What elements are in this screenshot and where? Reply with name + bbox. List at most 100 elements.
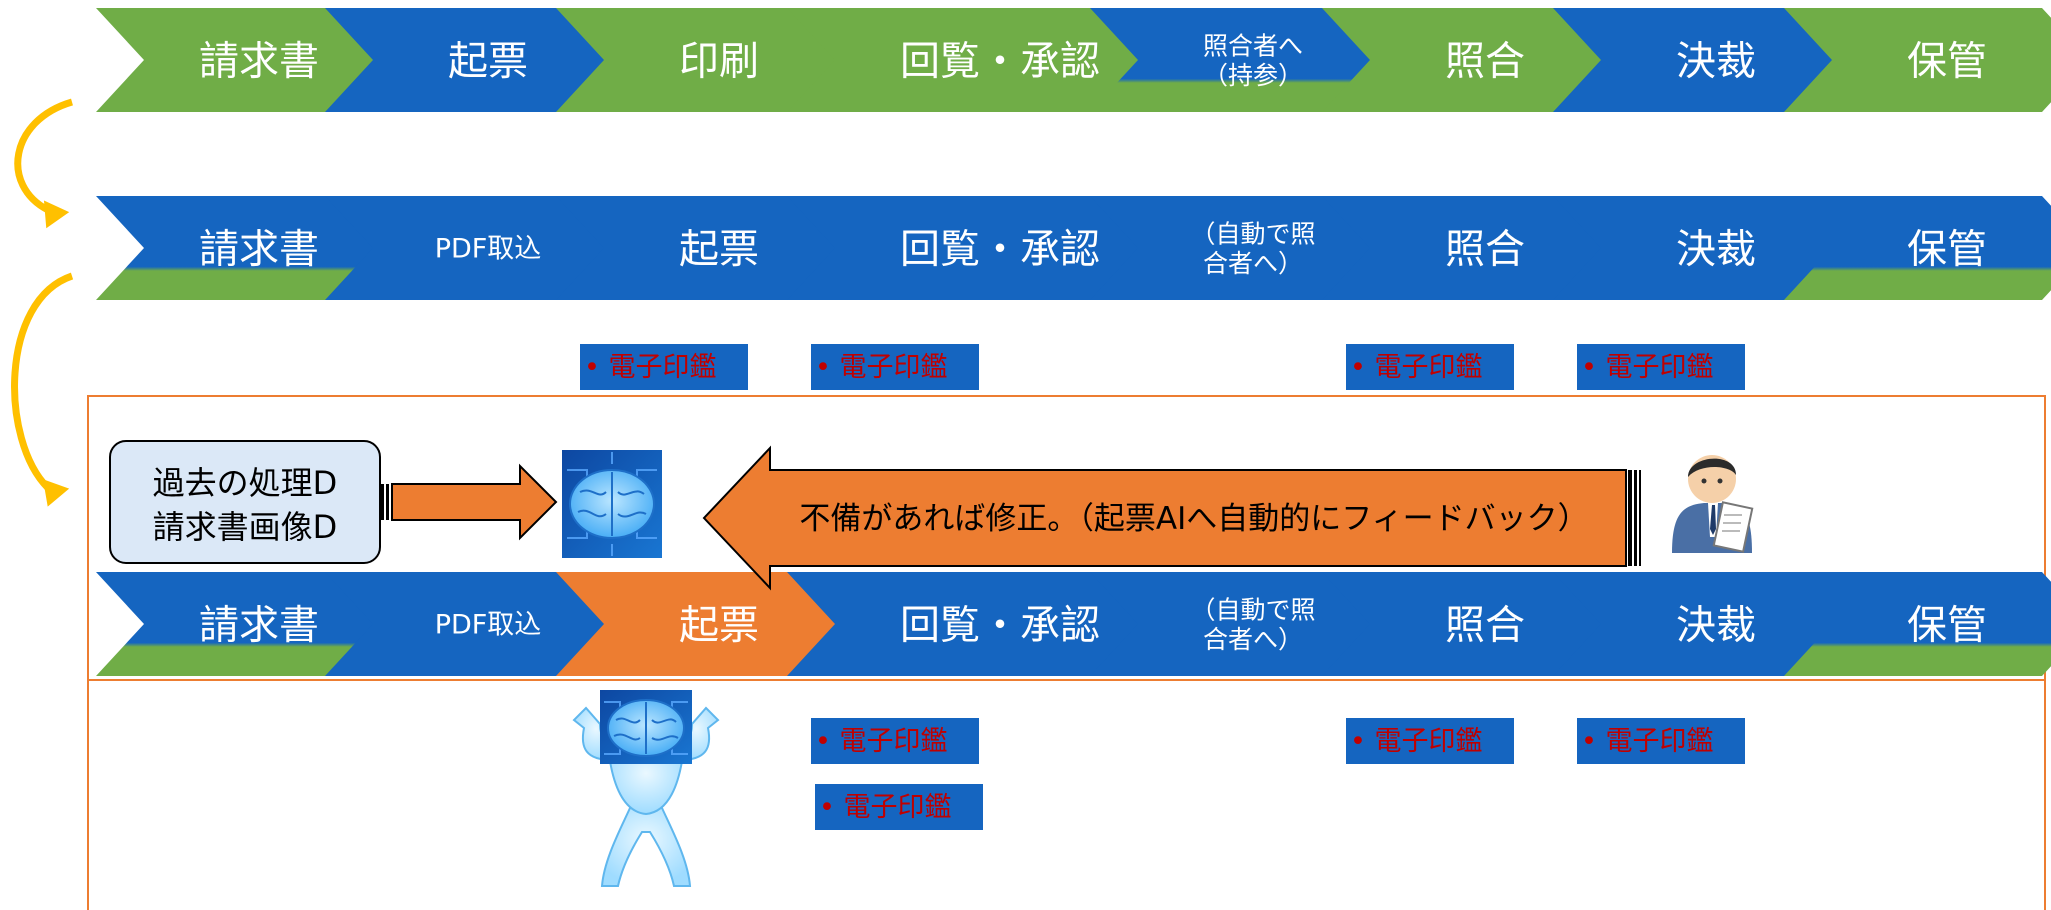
process-step-label: 決裁 [1676, 602, 1756, 648]
electronic-stamp-label: • 電子印鑑 [580, 344, 748, 390]
process-step-label: 起票 [448, 38, 528, 84]
process-step-chevron [1553, 196, 1859, 300]
process-step: 請求書 [96, 572, 402, 676]
stamp-text: • 電子印鑑 [815, 726, 948, 757]
process-step: 起票 [325, 8, 631, 112]
process-step-label: 起票 [679, 602, 759, 648]
process-step-label: 決裁 [1676, 226, 1756, 272]
process-step: 決裁 [1553, 8, 1859, 112]
process-step: 回覧・承認 [787, 8, 1193, 112]
process-step-label: 合者へ） [1203, 625, 1303, 654]
process-step-label: 合者へ） [1203, 249, 1303, 278]
process-step-chevron [787, 196, 1193, 300]
stamp-background [1577, 344, 1745, 390]
process-step-chevron [1553, 572, 1859, 676]
electronic-stamp-label: • 電子印鑑 [1577, 344, 1745, 390]
process-step-chevron [1784, 196, 2051, 300]
process-step-chevron [96, 572, 402, 676]
process-step-chevron [1784, 8, 2051, 112]
data-box-line: 過去の処理D [153, 464, 338, 502]
stamp-background [1577, 718, 1745, 764]
process-step-chevron [325, 572, 631, 676]
process-step-label: 請求書 [199, 602, 319, 648]
process-step-chevron [1322, 196, 1628, 300]
process-step-label: 請求書 [199, 38, 319, 84]
stamp-text: • 電子印鑑 [1350, 726, 1483, 757]
process-step-chevron [1090, 572, 1396, 676]
electronic-stamp-label: • 電子印鑑 [1577, 718, 1745, 764]
process-step-chevron [96, 196, 402, 300]
electronic-stamp-label: • 電子印鑑 [811, 344, 979, 390]
process-step-chevron [1090, 8, 1396, 112]
process-step: PDF取込 [325, 196, 631, 300]
process-step-label: 回覧・承認 [900, 38, 1100, 84]
feedback-text: 不備があれば修正。（起票AIへ自動的にフィードバック） [799, 501, 1588, 537]
process-step-label: 保管 [1907, 226, 1987, 272]
process-step-label: （自動で照 [1190, 219, 1315, 248]
electronic-stamps: • 電子印鑑 • 電子印鑑 • 電子印鑑 • 電子印鑑 • 電子印鑑 • 電子印鑑 • 電子… [580, 344, 1745, 830]
loop-arrows [11, 98, 74, 507]
data-to-ai-arrow-icon [380, 463, 558, 541]
electronic-stamp-label: • 電子印鑑 [1346, 344, 1514, 390]
process-step: 決裁 [1553, 572, 1859, 676]
process-step: 保管 [1784, 572, 2051, 676]
process-step-label: PDF取込 [435, 234, 542, 265]
process-step: 照合者へ（持参） [1090, 8, 1396, 112]
process-step: 回覧・承認 [787, 196, 1193, 300]
loop-arrow-icon [11, 272, 74, 491]
training-data-box: 過去の処理D 請求書画像D [109, 440, 381, 564]
stamp-background [580, 344, 748, 390]
process-step-chevron [556, 8, 862, 112]
process-step-label: 照合 [1445, 38, 1525, 84]
process-step-chevron [787, 8, 1193, 112]
process-step-chevron [325, 196, 631, 300]
process-step: 請求書 [96, 8, 402, 112]
loop-arrowhead-icon [43, 200, 70, 229]
process-step-chevron [1784, 572, 2051, 676]
electronic-stamp-label: • 電子印鑑 [1346, 718, 1514, 764]
process-step-chevron [787, 572, 1193, 676]
process-step-label: 印刷 [679, 38, 759, 84]
process-step-chevron [556, 572, 862, 676]
process-step-chevron [1322, 8, 1628, 112]
process-step: 起票 [556, 572, 862, 676]
process-step: 起票 [556, 196, 862, 300]
office-worker-icon [1672, 455, 1754, 553]
process-step: 保管 [1784, 8, 2051, 112]
stamp-text: • 電子印鑑 [1350, 352, 1483, 383]
process-step: 回覧・承認 [787, 572, 1193, 676]
process-step-label: 照合者へ [1203, 31, 1303, 60]
loop-arrowhead-icon [43, 479, 70, 507]
process-step: PDF取込 [325, 572, 631, 676]
process-step-label: 回覧・承認 [900, 226, 1100, 272]
process-step: 印刷 [556, 8, 862, 112]
process-step: 保管 [1784, 196, 2051, 300]
process-step: 照合 [1322, 572, 1628, 676]
stamp-background [815, 784, 983, 830]
process-step-chevron [1090, 196, 1396, 300]
electronic-stamp-label: • 電子印鑑 [811, 718, 979, 764]
process-step-label: 照合 [1445, 226, 1525, 272]
stamp-text: • 電子印鑑 [819, 792, 952, 823]
process-step-label: 決裁 [1676, 38, 1756, 84]
process-step-label: 起票 [679, 226, 759, 272]
process-step: 決裁 [1553, 196, 1859, 300]
process-step-label: 保管 [1907, 602, 1987, 648]
process-step-label: 照合 [1445, 602, 1525, 648]
stamp-text: • 電子印鑑 [815, 352, 948, 383]
stamp-text: • 電子印鑑 [1581, 726, 1714, 757]
process-step-label: 回覧・承認 [900, 602, 1100, 648]
process-step-label: 保管 [1907, 38, 1987, 84]
process-step: 照合 [1322, 196, 1628, 300]
stamp-text: • 電子印鑑 [1581, 352, 1714, 383]
process-step-label: 請求書 [199, 226, 319, 272]
process-step-chevron [556, 196, 862, 300]
process-step: 照合 [1322, 8, 1628, 112]
process-step-chevron [325, 8, 631, 112]
brain-chip-icon [562, 450, 662, 558]
data-box-line: 請求書画像D [153, 508, 338, 546]
loop-arrow-icon [14, 98, 74, 214]
